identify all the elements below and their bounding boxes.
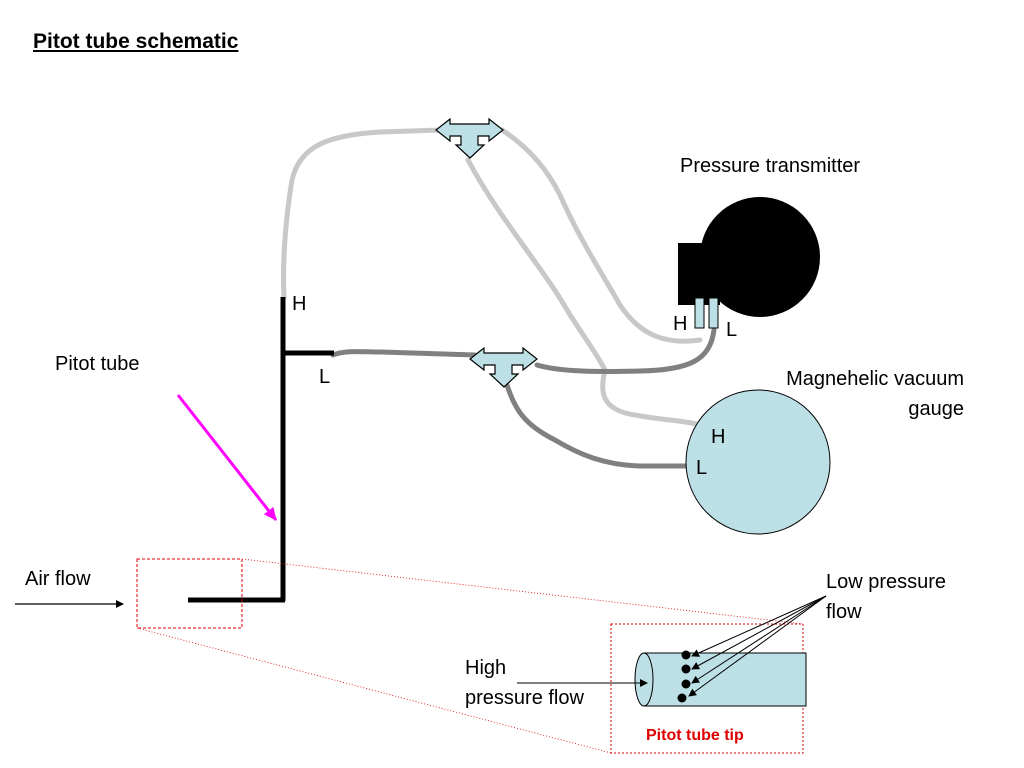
high-pressure-flow-label-line2: pressure flow bbox=[465, 687, 584, 709]
low-pressure-tubing-to-transmitter bbox=[534, 327, 717, 374]
magnehelic-gauge bbox=[685, 389, 831, 535]
gauge-high-port-label: H bbox=[711, 426, 726, 448]
low-pressure-port bbox=[681, 650, 691, 660]
high-pressure-tubing-to-transmitter bbox=[499, 127, 703, 344]
high-pressure-tubing-to-tee bbox=[281, 127, 443, 300]
magnehelic-gauge-label-line2: gauge bbox=[908, 398, 964, 420]
transmitter-low-port-label: L bbox=[726, 319, 738, 341]
pitot-low-port-label: L bbox=[319, 366, 331, 388]
pressure-transmitter bbox=[678, 197, 820, 329]
pressure-transmitter-label: Pressure transmitter bbox=[680, 155, 861, 177]
zoom-guide-line-top bbox=[241, 558, 804, 625]
low-pressure-port bbox=[677, 693, 687, 703]
pitot-high-port-label: H bbox=[292, 293, 307, 315]
pitot-tube-tip-caption: Pitot tube tip bbox=[646, 727, 744, 744]
magnehelic-gauge-label-line1: Magnehelic vacuum bbox=[786, 368, 964, 390]
low-pressure-flow-label-line2: flow bbox=[826, 601, 862, 623]
pitot-tube bbox=[188, 297, 334, 603]
low-pressure-flow-arrows bbox=[688, 595, 827, 697]
zoom-guide-line-bottom bbox=[136, 627, 612, 754]
low-pressure-tubing-to-tee bbox=[330, 349, 478, 358]
low-pressure-port bbox=[681, 664, 691, 674]
low-pressure-tubing-to-gauge bbox=[504, 382, 695, 469]
air-flow-label: Air flow bbox=[25, 568, 91, 590]
pitot-tube-tip-detail bbox=[634, 650, 807, 707]
high-pressure-flow-label-line1: High bbox=[465, 657, 507, 679]
gauge-low-port-label: L bbox=[696, 457, 708, 479]
tip-zoom-source-box bbox=[136, 558, 243, 629]
page-title: Pitot tube schematic bbox=[33, 30, 239, 53]
tee-fitting-top bbox=[435, 117, 504, 159]
pitot-tube-label: Pitot tube bbox=[55, 353, 140, 375]
low-pressure-port bbox=[681, 679, 691, 689]
pitot-tube-pointer-arrow bbox=[176, 394, 278, 521]
tee-fitting-bottom bbox=[469, 346, 538, 388]
low-pressure-flow-label-line1: Low pressure bbox=[826, 571, 947, 593]
transmitter-high-port-label: H bbox=[673, 313, 688, 335]
high-pressure-tubing-to-gauge bbox=[465, 157, 699, 427]
